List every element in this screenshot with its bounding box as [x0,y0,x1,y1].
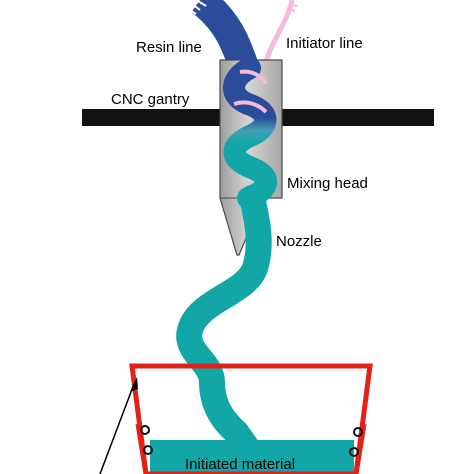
extruded-filament [176,185,272,459]
resin-line-hatching [177,0,207,15]
cnc-gantry-label: CNC gantry [111,91,190,108]
static-mixer [223,57,278,209]
container-insulation [140,425,364,457]
initiated-material-pool [150,440,354,474]
resin-line-label: Resin line [136,39,202,56]
nozzle-label: Nozzle [276,233,322,250]
mixing-head-label: Mixing head [287,175,368,192]
container-pointer-arrow [99,377,138,474]
initiator-line-label: Initiator line [286,35,363,52]
material-container [129,363,373,474]
initiated-material-label: Initiated material [185,456,295,473]
